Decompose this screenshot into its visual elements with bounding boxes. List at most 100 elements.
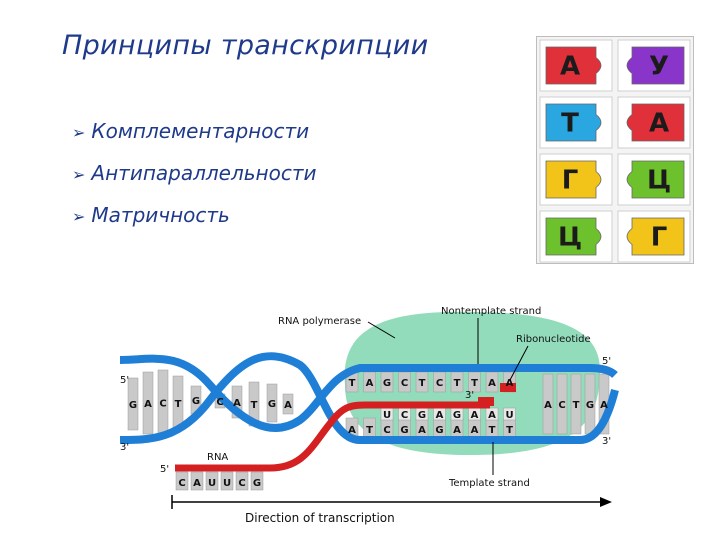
nontemplate-base: T — [471, 378, 478, 389]
rna-inside-base: G — [453, 410, 461, 421]
nontemplate-base: A — [366, 378, 374, 389]
rna-exit-base: U — [208, 478, 216, 489]
template-base: C — [383, 425, 390, 436]
left-helix-rung — [127, 377, 139, 431]
rna-polymerase-leader — [367, 321, 396, 339]
left-helix-base: G — [192, 396, 200, 407]
rna-exit-rung — [250, 471, 264, 491]
rna-inside-base: A — [488, 410, 496, 421]
nontemplate-base: G — [383, 378, 391, 389]
principles-list: ➢ Комплементарности ➢ Антипараллельности ➢… — [72, 110, 317, 236]
right-helix-rung — [556, 373, 568, 435]
base-shape-left — [545, 217, 602, 256]
template-base: A — [348, 425, 356, 436]
left-helix-base: A — [144, 399, 152, 410]
base-letter-left: Т — [561, 109, 579, 139]
rna-inside-rung — [503, 407, 516, 421]
principle-label: Комплементарности — [91, 119, 310, 143]
base-shape-right — [626, 217, 685, 256]
right-helix-rung — [542, 373, 554, 435]
base-letter-left: Г — [562, 166, 579, 196]
rna-exit-rung — [220, 471, 234, 491]
base-shape-right — [626, 46, 685, 85]
bullet-arrow-icon: ➢ — [72, 165, 86, 184]
principle-item: ➢Матричность — [72, 194, 317, 236]
rna-exit-base: G — [253, 478, 261, 489]
right-helix-base: A — [544, 400, 552, 411]
nontemplate-base: T — [454, 378, 461, 389]
rna-inside-base: A — [436, 410, 444, 421]
left-helix-base: G — [129, 400, 137, 411]
base-shape-left — [545, 103, 602, 142]
five-prime-right-top: 5' — [602, 356, 611, 367]
five-prime-left-top: 5' — [120, 375, 129, 386]
principle-label: Антипараллельности — [91, 161, 317, 185]
nontemplate-base: A — [488, 378, 496, 389]
base-shape-left — [545, 46, 602, 85]
template-base: G — [400, 425, 408, 436]
base-shape-left — [545, 160, 602, 199]
rna-exit-base: C — [178, 478, 185, 489]
bullet-arrow-icon: ➢ — [72, 207, 86, 226]
left-helix-rung — [231, 385, 243, 419]
right-helix-rung — [570, 373, 582, 435]
rna-inside-base: G — [418, 410, 426, 421]
rna-end-segment — [478, 397, 494, 406]
template-strand-label: Template strand — [448, 478, 530, 489]
principle-item: ➢ Антипараллельности — [72, 152, 317, 194]
template-base: A — [453, 425, 461, 436]
rna-exit-base: A — [193, 478, 201, 489]
right-helix-base: G — [586, 400, 594, 411]
base-letter-left: А — [560, 52, 580, 82]
left-helix-base: C — [159, 399, 166, 410]
three-prime-left-bottom: 3' — [120, 442, 129, 453]
three-prime-right-bottom: 3' — [602, 436, 611, 447]
template-base: T — [366, 425, 373, 436]
rna-inside-base: U — [505, 410, 513, 421]
nontemplate-base: T — [419, 378, 426, 389]
rna-inside-base: C — [401, 410, 408, 421]
left-helix-rung — [266, 383, 278, 423]
dna-backbone-bottom — [119, 352, 619, 444]
base-letter-right: У — [649, 52, 669, 82]
ribonucleotide-label: Ribonucleotide — [516, 334, 591, 345]
direction-label: Direction of transcription — [245, 511, 395, 525]
right-helix-base: T — [573, 400, 580, 411]
left-helix-base: T — [251, 400, 258, 411]
rna-exit-base: C — [238, 478, 245, 489]
template-base: A — [471, 425, 479, 436]
nontemplate-base: T — [349, 378, 356, 389]
left-helix-base: A — [284, 400, 292, 411]
left-helix-base: G — [268, 399, 276, 410]
left-helix-base: C — [216, 397, 223, 408]
rna-exit-rung — [235, 471, 249, 491]
five-prime-rna: 5' — [160, 464, 169, 475]
base-letter-right: А — [649, 109, 669, 139]
left-helix-base: T — [175, 399, 182, 410]
bullet-arrow-icon: ➢ — [72, 123, 86, 142]
nontemplate-base: C — [401, 378, 408, 389]
three-prime-rna: 3' — [465, 390, 474, 401]
rna-exit-rung — [205, 471, 219, 491]
direction-arrowhead-icon — [600, 497, 612, 507]
template-base: A — [418, 425, 426, 436]
left-helix-rung — [282, 393, 294, 415]
rna-strand — [175, 401, 490, 472]
base-shape-right — [626, 160, 685, 199]
base-letter-left: Ц — [558, 223, 582, 253]
principle-item: ➢ Комплементарности — [72, 110, 317, 152]
template-base: G — [435, 425, 443, 436]
right-helix-base: C — [558, 400, 565, 411]
rna-exit-base: U — [223, 478, 231, 489]
base-letter-right: Г — [651, 223, 668, 253]
ribonucleotide-shape — [500, 383, 516, 392]
base-shape-right — [626, 103, 685, 142]
